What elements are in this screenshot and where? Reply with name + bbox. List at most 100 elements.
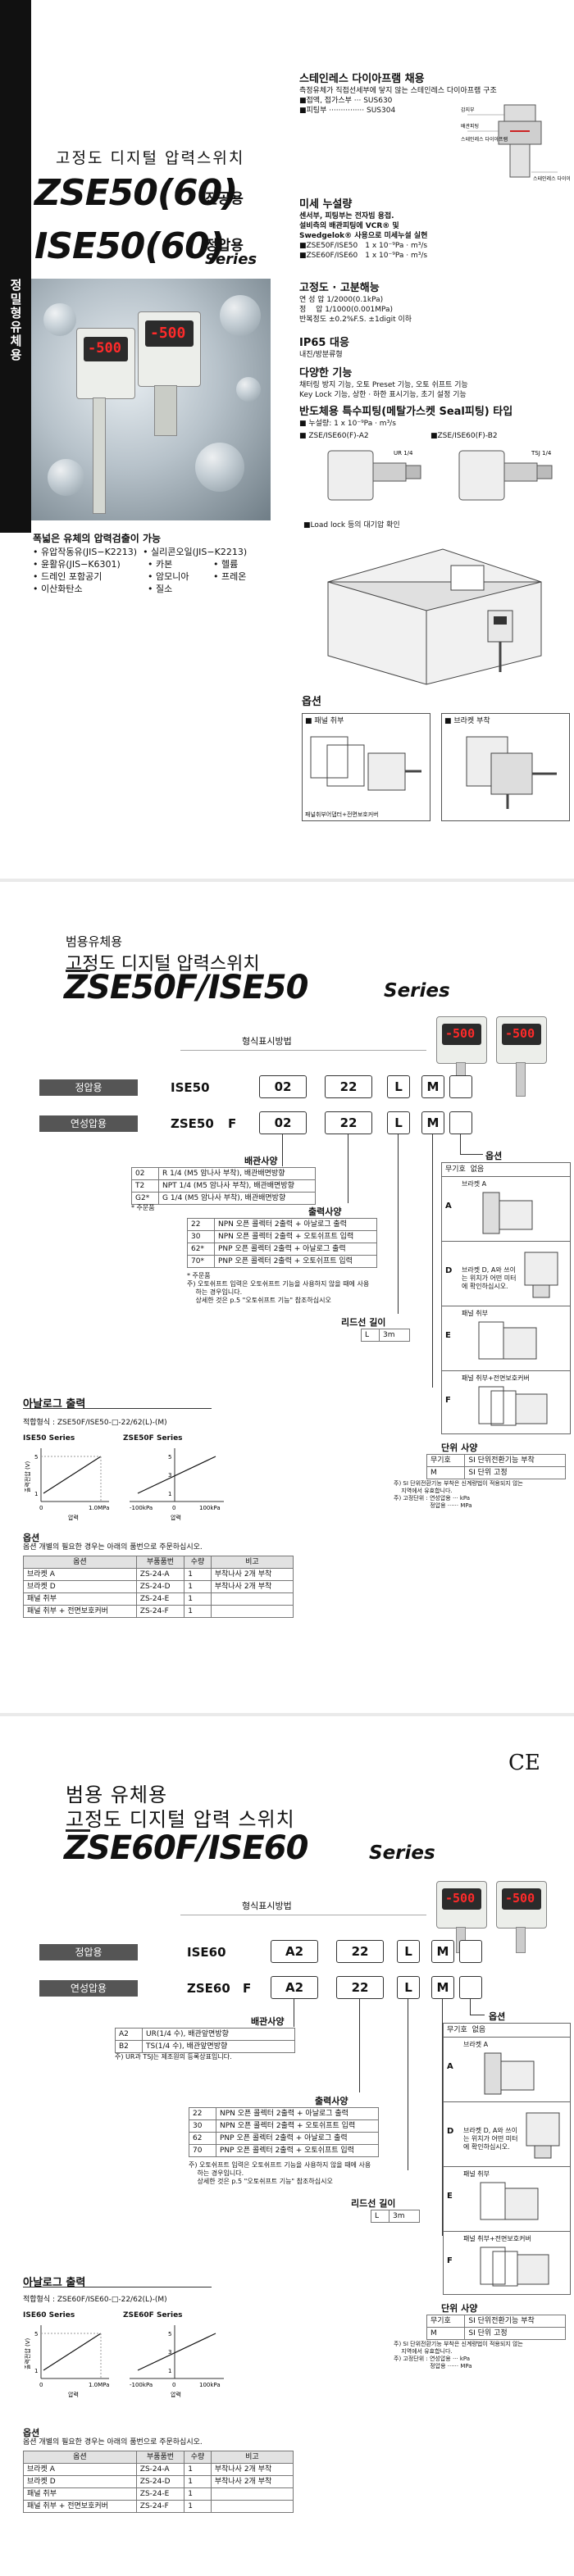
note-line: 주) 고정단위 : 연성압용 ··· kPa: [394, 1495, 471, 1502]
table-row: 62*PNP 오픈 콜렉터 2출력 + 아날로그 출력: [187, 1243, 377, 1256]
lcd-display: -500: [442, 1024, 481, 1045]
cell: TS(1/4 수), 배관앞면방향: [142, 2040, 295, 2053]
cell: ZS-24-A: [135, 1568, 185, 1581]
lead-title: 리드선 길이: [341, 1317, 386, 1328]
tick-label: -100kPa: [130, 1505, 153, 1511]
page-divider: [0, 879, 574, 882]
hero-model-1-suffix: 진공용: [205, 191, 244, 207]
row-label-positive: 정압용: [39, 1079, 138, 1096]
fig-note: TSJ 1/4: [531, 450, 552, 457]
cell: 수량: [184, 2451, 212, 2464]
hero-model-1: ZSE50(60): [34, 172, 238, 214]
lcd-display: -500: [502, 1024, 541, 1045]
display-digits: -500: [150, 325, 186, 342]
tick-label: 1: [34, 1491, 38, 1497]
analog-graphs: 출력전압 (V) 5 1 0 1.0MPa 압력 5 3 1 -100kPa 0…: [24, 2325, 224, 2398]
option-label: ■ 패널 취부: [305, 717, 344, 725]
howto-title: 형식표시방법: [242, 1036, 292, 1047]
tick-label: -100kPa: [130, 2382, 153, 2388]
cable: [93, 398, 106, 514]
output-notes: * 주문품 주) 오토쉬프트 입력은 오토쉬프트 기능을 사용하지 않을 때에 …: [187, 1272, 384, 1305]
note-line: 상세한 것은 p.5 "오토쉬프트 기능" 참조하십시오: [187, 1297, 331, 1304]
display-digits: -500: [445, 1891, 476, 1906]
base-code: ISE60: [187, 1945, 226, 1960]
hero-model-2: ISE50(60): [34, 225, 226, 267]
code-pipe: A2: [271, 1940, 318, 1963]
option-row: E 패널 취부: [444, 2167, 570, 2232]
lead-title: 리드선 길이: [351, 2198, 396, 2209]
options-title: 옵션: [485, 1151, 503, 1161]
precision-feature: 고정도 · 고분해능 연 성 압 1/2000(0.1kPa) 정 압 1/10…: [299, 281, 570, 325]
cell: 3m: [389, 2210, 420, 2223]
fluid-item: • 유압작동유(JIS−K2213): [33, 547, 138, 557]
zse50-title: 고정도 디지털 압력스위치: [66, 954, 260, 975]
cell: NPT 1/4 (M5 암나사 부착), 배관배면방향: [158, 1179, 316, 1193]
option-desc: 패널 취부+전면보호커버: [462, 1374, 530, 1382]
analog-sub: 적합형식 : ZSE60F/ISE60-□-22/62(L)-(M): [23, 2296, 167, 2304]
side-label: 정밀형유체용: [8, 279, 23, 362]
fluid-item: • 질소: [148, 584, 173, 594]
device-image: -500: [496, 1881, 547, 1929]
code-output: 22: [336, 1976, 384, 1999]
cell: NPN 오픈 콜렉터 2출력 + 오토쉬프트 입력: [214, 1230, 377, 1243]
feature-line: 정 압 1/1000(0.001MPa): [299, 306, 394, 314]
option-row: D 브라켓 D, A와 쓰이는 위치가 어떤 미터에 확인하십시오.: [444, 2102, 570, 2167]
load-lock-caption: ■Load lock 등의 대기압 확인: [303, 521, 400, 529]
cell: 옵션: [23, 1556, 137, 1569]
feature-title: IP65 대응: [299, 337, 349, 349]
hero-title: 고정도 디지털 압력스위치: [56, 149, 245, 167]
note-line: 정압용 ······ MPa: [394, 1502, 472, 1509]
display-digits: -500: [505, 1026, 535, 1041]
option-row: F 패널 취부+전면보호커버: [442, 1371, 570, 1435]
cell: G2*: [131, 1192, 159, 1205]
output-line: [137, 2333, 216, 2371]
panel-cover-icon: [480, 2247, 549, 2287]
zse50-pre: 범용유체용: [66, 934, 123, 949]
cell: 없음: [472, 2026, 486, 2034]
tick-label: 5: [34, 2331, 38, 2337]
cell: 무기호: [426, 1454, 466, 1467]
ornament-line: [66, 1829, 90, 1832]
row-label-positive: 정압용: [39, 1944, 138, 1960]
note-line: 주) SI 단위전환기능 부착은 신계량법이 적용되지 않는: [394, 1480, 523, 1487]
base-code: ZSE50: [171, 1116, 214, 1131]
sidebar-band: 정밀형유체용: [0, 0, 31, 533]
multi-feature: 다양한 기능 채터링 방지 기능, 오토 Preset 기능, 오토 쉬프트 기…: [299, 366, 570, 400]
note-line: 주) 오토쉬프트 입력은 오토쉬프트 기능을 사용하지 않을 때에 사용: [189, 2161, 371, 2169]
cell: 1: [184, 2500, 212, 2513]
option-code: F: [447, 2256, 453, 2265]
output-title: 출력사양: [308, 1206, 342, 1217]
acc-title: 옵션: [23, 1533, 40, 1543]
output-notes: 주) 오토쉬프트 입력은 오토쉬프트 기능을 사용하지 않을 때에 사용 하는 …: [189, 2161, 385, 2186]
cell: 3m: [379, 1329, 410, 1342]
option-desc: 브라켓 A: [462, 1180, 487, 1188]
cell: 브라켓 A: [23, 1568, 137, 1581]
fluid-row: • 유압작동유(JIS−K2213) • 실리콘오일(JIS−K2213): [33, 546, 271, 558]
row-label-compound: 연성압용: [39, 1980, 138, 1997]
fluid-item: • 암모니아: [148, 571, 189, 582]
feature-title: 스테인레스 다이아프램 채용: [299, 73, 425, 85]
unit-title: 단위 사양: [441, 2303, 478, 2314]
code-output: 22: [325, 1075, 372, 1098]
f-code: F: [228, 1116, 237, 1131]
feature-spec: ■ZSE60F/ISE60 1 x 10⁻⁹Pa · m³/s: [299, 252, 428, 260]
page-divider: [0, 1713, 574, 1716]
zse60-model: ZSE60F/ISE60: [64, 1829, 308, 1867]
fluid-item: • 실리콘오일(JIS−K2213): [143, 547, 248, 557]
option-row: A 브라켓 A: [442, 1177, 570, 1242]
features-column: 스테인레스 다이아프램 채용 측정유체가 직접선세부에 닿지 않는 스테인레스 …: [299, 72, 570, 116]
cell: ZS-24-E: [135, 2487, 185, 2501]
